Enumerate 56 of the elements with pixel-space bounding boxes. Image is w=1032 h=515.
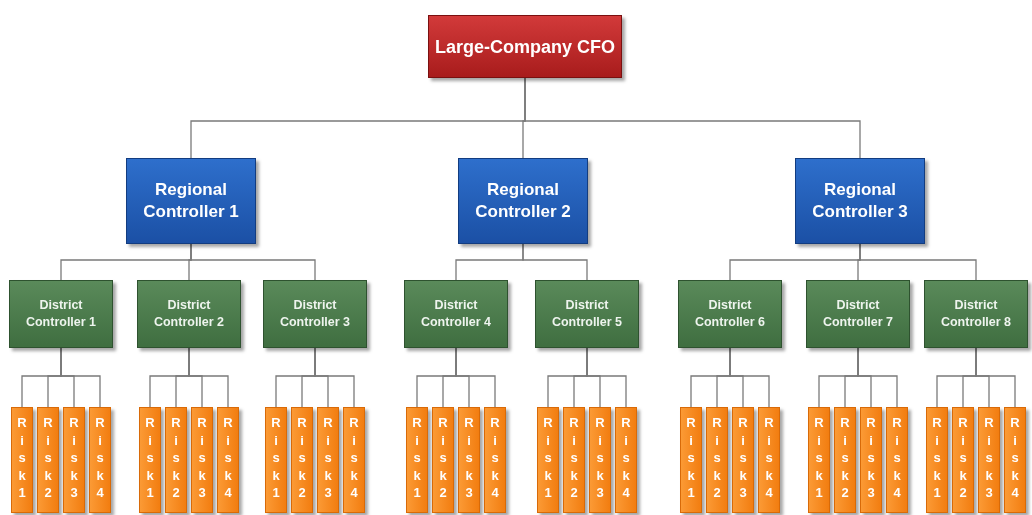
- district-box: District Controller 8: [924, 280, 1028, 348]
- risk-box: Risk3: [860, 407, 882, 513]
- connector-line: [729, 347, 770, 408]
- district-box: District Controller 5: [535, 280, 639, 348]
- connector-line: [60, 347, 101, 408]
- connector-line: [586, 347, 627, 408]
- risk-box: Risk1: [139, 407, 161, 513]
- risk-box: Risk1: [406, 407, 428, 513]
- district-box: District Controller 7: [806, 280, 910, 348]
- district-box: District Controller 2: [137, 280, 241, 348]
- risk-box: Risk3: [978, 407, 1000, 513]
- risk-box: Risk2: [834, 407, 856, 513]
- risk-box: Risk4: [484, 407, 506, 513]
- connector-line: [314, 347, 355, 408]
- district-box: District Controller 6: [678, 280, 782, 348]
- connector-line: [455, 347, 496, 408]
- risk-box: Risk1: [537, 407, 559, 513]
- risk-box: Risk3: [191, 407, 213, 513]
- executive-box: Large-Company CFO: [428, 15, 622, 78]
- risk-box: Risk2: [706, 407, 728, 513]
- connector-line: [859, 243, 977, 281]
- risk-box: Risk2: [291, 407, 313, 513]
- risk-box: Risk1: [808, 407, 830, 513]
- risk-box: Risk1: [265, 407, 287, 513]
- risk-box: Risk2: [563, 407, 585, 513]
- connector-line: [190, 243, 316, 281]
- regional-box: Regional Controller 1: [126, 158, 256, 244]
- risk-box: Risk4: [1004, 407, 1026, 513]
- risk-box: Risk3: [458, 407, 480, 513]
- risk-box: Risk2: [432, 407, 454, 513]
- connector-line: [975, 347, 1016, 408]
- risk-box: Risk1: [680, 407, 702, 513]
- risk-box: Risk2: [165, 407, 187, 513]
- risk-box: Risk2: [952, 407, 974, 513]
- risk-box: Risk4: [886, 407, 908, 513]
- connector-line: [857, 347, 898, 408]
- risk-box: Risk3: [589, 407, 611, 513]
- risk-box: Risk3: [317, 407, 339, 513]
- risk-box: Risk4: [343, 407, 365, 513]
- risk-box: Risk2: [37, 407, 59, 513]
- risk-box: Risk4: [758, 407, 780, 513]
- connector-line: [188, 347, 229, 408]
- connector-line: [524, 77, 861, 159]
- risk-box: Risk4: [615, 407, 637, 513]
- risk-box: Risk1: [11, 407, 33, 513]
- risk-box: Risk4: [89, 407, 111, 513]
- risk-box: Risk1: [926, 407, 948, 513]
- regional-box: Regional Controller 3: [795, 158, 925, 244]
- regional-box: Regional Controller 2: [458, 158, 588, 244]
- district-box: District Controller 1: [9, 280, 113, 348]
- risk-box: Risk3: [63, 407, 85, 513]
- risk-box: Risk4: [217, 407, 239, 513]
- district-box: District Controller 3: [263, 280, 367, 348]
- connector-line: [522, 243, 588, 281]
- risk-box: Risk3: [732, 407, 754, 513]
- district-box: District Controller 4: [404, 280, 508, 348]
